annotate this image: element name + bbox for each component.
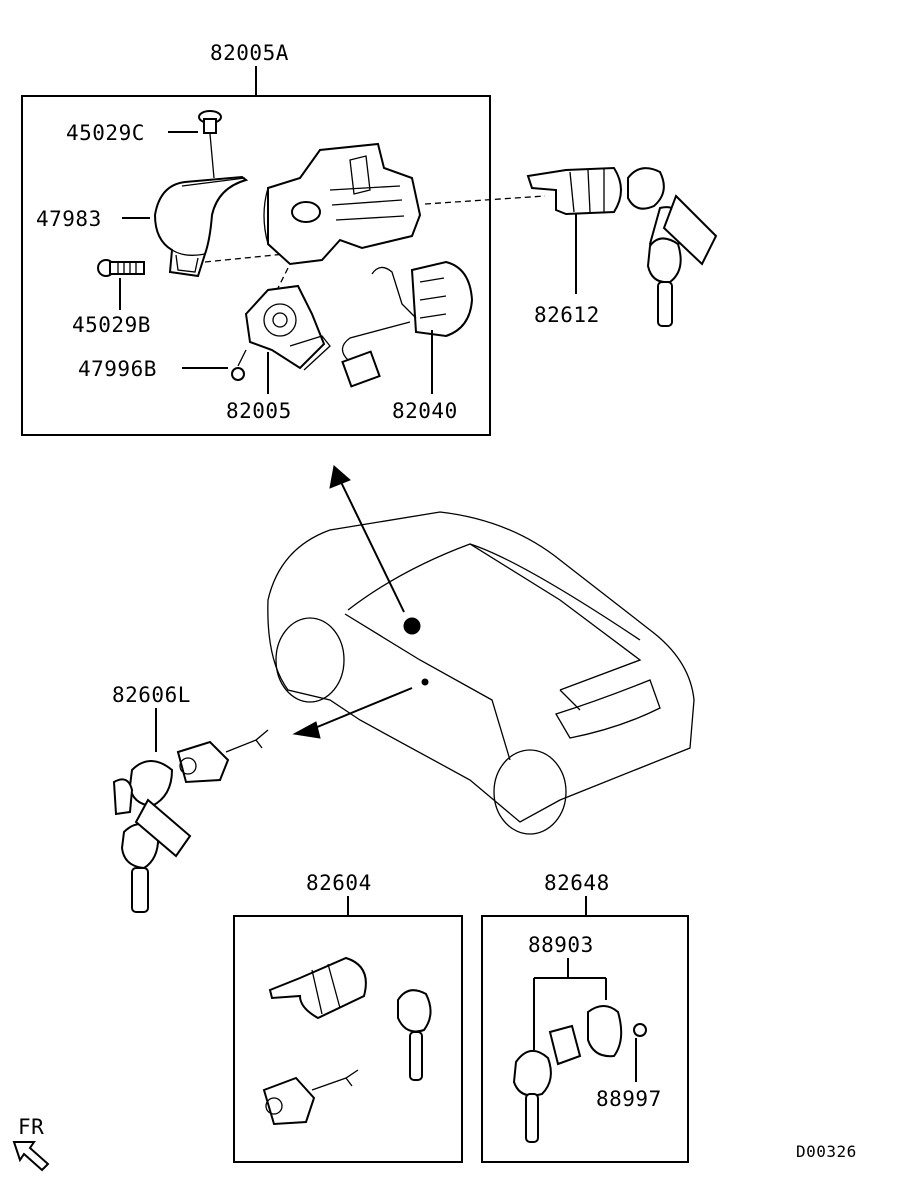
ignition-lock-body [261, 142, 546, 321]
key-set-transponder [548, 1024, 582, 1066]
label-direction: FR [18, 1115, 44, 1139]
key-set-key [512, 1050, 552, 1143]
key-set-box [481, 915, 689, 1163]
screw-small-part [97, 259, 145, 277]
label-key-parts[interactable]: 88903 [528, 933, 594, 957]
label-lock-set[interactable]: 82604 [306, 871, 372, 895]
lock-set-box [233, 915, 463, 1163]
door-lock-group: 82606L [112, 683, 269, 913]
top-assembly-box [21, 95, 491, 436]
front-arrow-icon [12, 1141, 50, 1172]
cylinder-top-part [526, 166, 622, 216]
lock-set-group: 82604 [233, 871, 463, 1163]
cover-part [153, 175, 286, 278]
label-switch[interactable]: 82005 [226, 399, 292, 423]
lock-set-key [397, 989, 432, 1081]
leader-key-parts [533, 958, 607, 1050]
lock-set-cylinder [268, 956, 367, 1020]
door-lock-keys [112, 760, 192, 913]
label-screw-small[interactable]: 45029B [72, 313, 151, 337]
top-assembly-group: 82005A 45029C 47983 45029B [21, 41, 546, 436]
key-set-group: 82648 88903 88997 [481, 871, 689, 1163]
key-set-cover [587, 1005, 623, 1058]
front-direction-indicator: FR [12, 1115, 50, 1172]
label-cover[interactable]: 47983 [36, 207, 102, 231]
door-lock-part [176, 729, 269, 784]
label-screw-top[interactable]: 45029C [66, 121, 145, 145]
immobilizer-part [341, 260, 474, 388]
label-key-set[interactable]: 82648 [544, 871, 610, 895]
label-top-assembly[interactable]: 82005A [210, 41, 289, 65]
key-set-screw [633, 1023, 647, 1037]
cylinder-top-keys [627, 167, 718, 327]
screw-tap-part [231, 349, 247, 381]
label-door-lock[interactable]: 82606L [112, 683, 191, 707]
lock-set-door-cylinder [262, 1069, 359, 1126]
cylinder-top-group: 82612 [526, 166, 718, 327]
label-cylinder-top[interactable]: 82612 [534, 303, 600, 327]
label-key-screw[interactable]: 88997 [596, 1087, 662, 1111]
screw-top-part [198, 110, 222, 179]
switch-part [244, 284, 331, 371]
label-screw-tap[interactable]: 47996B [78, 357, 157, 381]
arrow-to-door-lock [292, 687, 413, 739]
diagram-code: D00326 [796, 1142, 857, 1161]
arrow-to-ignition [329, 465, 405, 613]
label-immobilizer[interactable]: 82040 [392, 399, 458, 423]
vehicle-outline [267, 511, 695, 835]
